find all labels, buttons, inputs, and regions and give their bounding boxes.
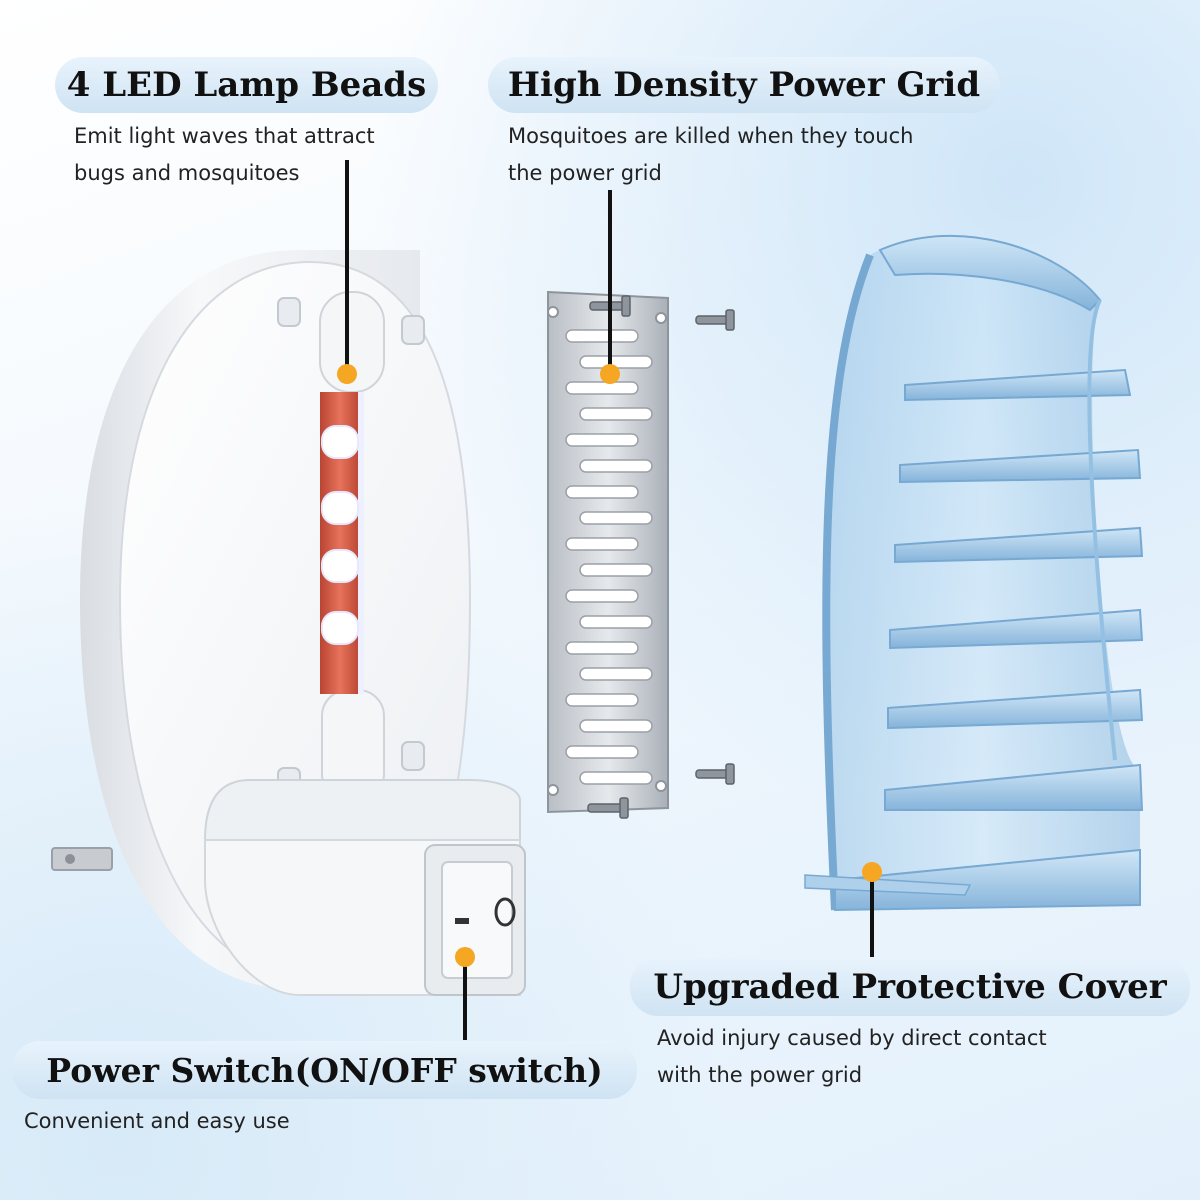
led-leader-line xyxy=(345,160,349,372)
grid-slot xyxy=(565,381,639,395)
power-off-symbol-icon xyxy=(455,918,469,924)
grid-slot xyxy=(579,459,653,473)
grid-slot xyxy=(579,615,653,629)
grid-slot xyxy=(579,407,653,421)
screw-icon xyxy=(587,295,735,819)
led-desc-line-1: Emit light waves that attract xyxy=(74,124,375,148)
grid-slot xyxy=(565,745,639,759)
grid-callout-description: Mosquitoes are killed when they touch th… xyxy=(508,118,913,192)
led-callout-title: 4 LED Lamp Beads xyxy=(55,57,438,113)
grid-desc-line-1: Mosquitoes are killed when they touch xyxy=(508,124,914,148)
protective-cover xyxy=(804,234,1144,912)
grid-slot xyxy=(579,719,653,733)
grid-slot xyxy=(565,589,639,603)
cover-desc-line-2: with the power grid xyxy=(657,1063,863,1087)
grid-leader-line xyxy=(608,190,612,372)
cover-marker-dot xyxy=(862,862,882,882)
power-on-symbol-icon xyxy=(494,897,516,927)
grid-slot xyxy=(579,771,653,785)
switch-callout-description: Convenient and easy use xyxy=(24,1103,290,1140)
power-grid xyxy=(547,290,669,814)
led-callout-description: Emit light waves that attract bugs and m… xyxy=(74,118,375,192)
cover-desc-line-1: Avoid injury caused by direct contact xyxy=(657,1026,1047,1050)
device-housing xyxy=(80,250,526,996)
grid-slot xyxy=(579,511,653,525)
cover-callout-title: Upgraded Protective Cover xyxy=(630,958,1190,1016)
cover-callout-description: Avoid injury caused by direct contact wi… xyxy=(657,1020,1047,1094)
switch-callout-title: Power Switch(ON/OFF switch) xyxy=(12,1041,637,1099)
cover-leader-line xyxy=(870,872,874,957)
grid-slot xyxy=(565,693,639,707)
switch-leader-line xyxy=(463,955,467,1040)
grid-slot xyxy=(565,485,639,499)
grid-slot xyxy=(579,667,653,681)
grid-callout-title: High Density Power Grid xyxy=(488,57,1000,113)
switch-marker-dot xyxy=(455,947,475,967)
grid-slot xyxy=(565,537,639,551)
switch-desc-line-1: Convenient and easy use xyxy=(24,1109,290,1133)
rocker-switch xyxy=(424,844,526,996)
grid-slot xyxy=(565,433,639,447)
led-desc-line-2: bugs and mosquitoes xyxy=(74,161,300,185)
grid-desc-line-2: the power grid xyxy=(508,161,662,185)
plug-prong-icon xyxy=(51,847,113,871)
grid-slot xyxy=(565,641,639,655)
led-bulb-icon xyxy=(321,425,359,645)
led-marker-dot xyxy=(337,364,357,384)
grid-slot xyxy=(579,563,653,577)
grid-slot xyxy=(565,329,639,343)
grid-marker-dot xyxy=(600,364,620,384)
